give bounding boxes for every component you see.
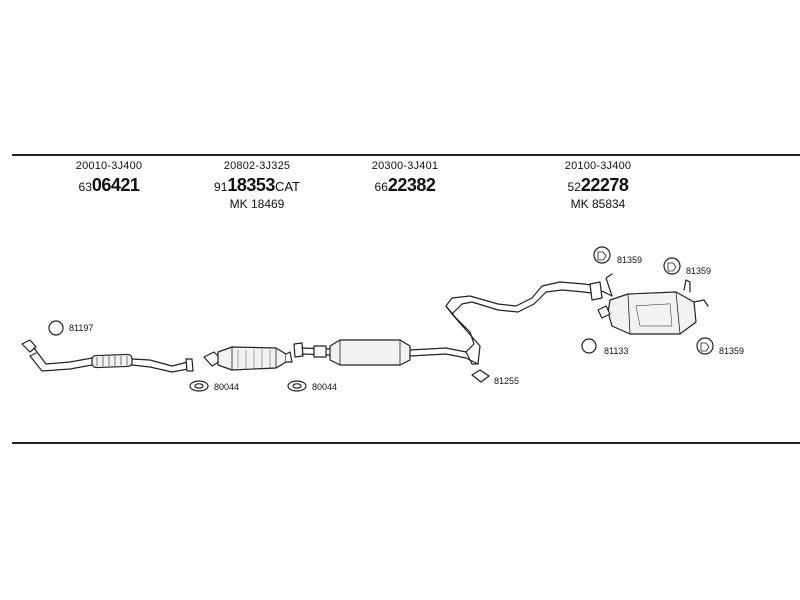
part-header-catalyst: 20802-3J325 9118353CAT MK 18469 [214,160,300,211]
oem-number: 20802-3J325 [223,160,291,172]
middle-silencer [293,281,599,366]
front-pipe [21,339,194,373]
mounting-kit-number: MK 18469 [229,197,285,211]
part-number: 5222278 [567,175,629,195]
mounting-kit-number: MK 85834 [570,197,626,211]
catalytic-converter [203,346,293,371]
cat-gasket-icon [189,380,209,392]
callout-81197: 81197 [69,323,93,333]
rear-ring-icon [581,338,597,354]
rear-silencer [589,273,709,335]
part-header-middle-silencer: 20300-3J401 6622382 [372,160,438,196]
mid-gasket-icon [287,380,307,392]
callout-81133: 81133 [604,346,628,356]
callout-81359-bottom-right: 81359 [719,346,744,356]
callout-81359-top-left: 81359 [617,255,642,265]
front-pipe-gasket-icon [48,320,64,336]
oem-number: 20010-3J400 [75,160,143,172]
hanger-top-left-icon [593,246,611,264]
bracket-icon [471,369,490,383]
callout-81255: 81255 [494,376,519,386]
callout-80044-mid: 80044 [312,382,337,392]
hanger-bottom-right-icon [696,337,714,355]
oem-number: 20300-3J401 [371,160,439,172]
part-number: 6306421 [78,175,140,195]
part-header-rear-silencer: 20100-3J400 5222278 MK 85834 [565,160,631,211]
callout-80044-cat: 80044 [214,382,239,392]
bottom-rule [12,442,800,444]
hanger-top-right-icon [663,257,681,275]
part-number: 9118353CAT [214,175,300,195]
part-header-front-pipe: 20010-3J400 6306421 [76,160,142,196]
part-number: 6622382 [374,175,436,195]
oem-number: 20100-3J400 [564,160,632,172]
callout-81359-top-right: 81359 [686,266,711,276]
top-rule [12,154,800,156]
